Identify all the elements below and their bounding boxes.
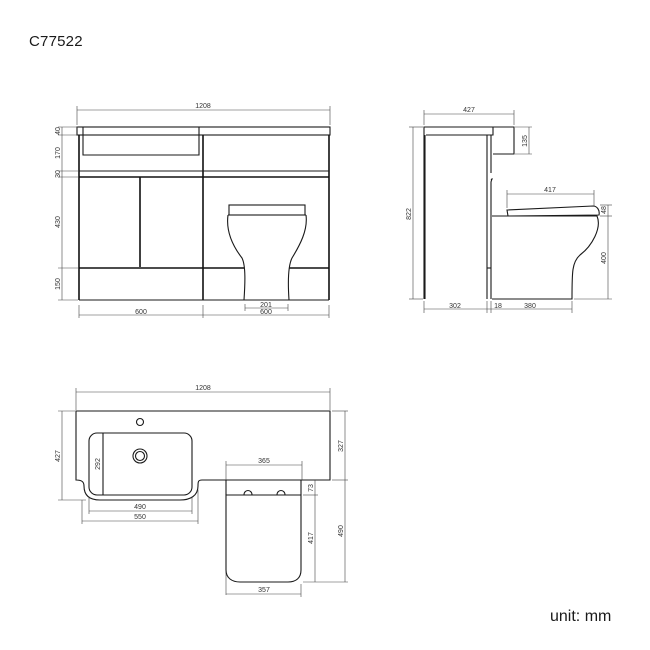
front-width-label: 1208	[195, 103, 211, 110]
dim-basin-cabinet: 170	[55, 147, 62, 159]
dim-pan-foot: 201	[260, 302, 272, 309]
dim-seat-width: 357	[258, 587, 270, 594]
side-view: 427 135 417 48 400 822	[406, 107, 612, 313]
dim-basin-depth: 292	[95, 458, 102, 470]
dim-rail: 30	[55, 170, 62, 178]
dim-seat-length: 417	[544, 187, 556, 194]
dim-top: 40	[55, 127, 62, 135]
dim-right-width: 600	[260, 309, 272, 316]
dim-pan-total-depth: 490	[338, 525, 345, 537]
plan-view: 1208 292 427 490 550 327	[55, 385, 348, 597]
dim-right-depth: 327	[338, 440, 345, 452]
toilet-plan: 365	[225, 458, 303, 595]
unit-label: unit: mm	[550, 608, 612, 625]
front-view: 1208 40 170	[55, 103, 331, 318]
toilet-front	[227, 204, 307, 301]
dim-cistern-lid: 135	[522, 135, 529, 147]
dim-basin-inner: 490	[134, 504, 146, 511]
dim-seat-depth: 417	[308, 532, 315, 544]
dim-cabinet-depth: 302	[449, 303, 461, 310]
dim-total-height: 822	[406, 208, 413, 220]
product-code: C77522	[29, 33, 83, 50]
dim-pan-height: 400	[601, 252, 608, 264]
dim-seat-height: 48	[601, 206, 608, 214]
dim-doors: 430	[55, 216, 62, 228]
toilet-side	[492, 205, 600, 300]
dim-pan-width: 365	[258, 458, 270, 465]
dim-pan-offset: 73	[308, 484, 315, 492]
dim-gap: 18	[494, 303, 502, 310]
plan-width-label: 1208	[195, 385, 211, 392]
plan-depth-label: 427	[55, 450, 62, 462]
dim-pan-depth: 380	[524, 303, 536, 310]
dim-basin-outer: 550	[134, 514, 146, 521]
dim-plinth: 150	[55, 278, 62, 290]
side-depth-label: 427	[463, 107, 475, 114]
dim-left-width: 600	[135, 309, 147, 316]
